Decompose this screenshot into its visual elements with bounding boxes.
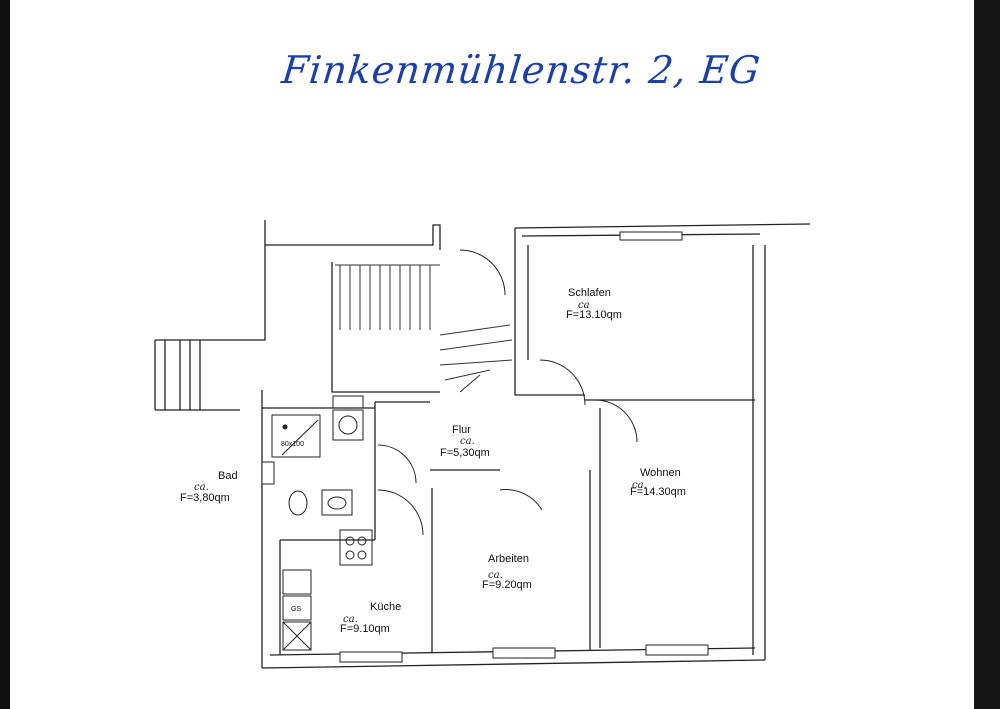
bath-fixtures: [271, 395, 364, 516]
room-name-kueche: Küche: [370, 601, 401, 613]
shower-tray: [271, 414, 321, 458]
scan-border-left: [0, 0, 10, 709]
wall-top-left: [264, 220, 441, 250]
kitchen-sink: [282, 569, 312, 595]
room-area-arbeiten: F=9.20qm: [482, 579, 532, 591]
toilet: [288, 490, 308, 516]
ca-schlafen: ca: [578, 300, 590, 311]
washing-machine: [332, 409, 364, 441]
stair-box: [331, 262, 440, 393]
gas-boiler: [282, 595, 312, 621]
door-swings: [377, 249, 638, 536]
room-area-bad: F=3,80qm: [180, 492, 230, 504]
room-area-wohnen: F=14.30qm: [630, 486, 686, 498]
room-area-schlafen: F=13.10qm: [566, 309, 622, 321]
ca-bad: ca.: [194, 482, 209, 493]
room-name-flur: Flur: [452, 424, 471, 436]
window-wohnen: [645, 644, 709, 656]
ca-arbeiten: ca.: [488, 570, 503, 581]
window-bad: [261, 461, 275, 485]
window-schlafen: [619, 231, 683, 241]
document-page: [10, 0, 974, 709]
stove: [339, 529, 373, 566]
room-name-arbeiten: Arbeiten: [488, 553, 529, 565]
room-area-flur: F=5,30qm: [440, 447, 490, 459]
room-name-bad: Bad: [218, 470, 238, 482]
wall-stair-right: [514, 228, 585, 396]
ca-kueche: ca.: [343, 614, 358, 625]
ca-flur: ca.: [460, 436, 475, 447]
room-name-schlafen: Schlafen: [568, 287, 611, 299]
windows: [261, 231, 709, 663]
wash-basin: [321, 489, 353, 516]
fridge: [282, 621, 312, 651]
window-arbeiten: [492, 647, 556, 659]
room-area-kueche: F=9.10qm: [340, 623, 390, 635]
wall-bottom: [261, 659, 766, 669]
ca-wohnen: ca.: [632, 480, 647, 491]
gas-label: GS: [291, 606, 301, 613]
shower-size-label: 80x100: [281, 441, 304, 448]
window-kueche: [339, 651, 403, 663]
wall-top-right: [514, 223, 811, 229]
balcony: [154, 340, 201, 410]
stair-treads: [335, 264, 513, 393]
room-name-wohnen: Wohnen: [640, 467, 681, 479]
wall-left-upper: [155, 245, 266, 341]
scan-border-right: [974, 0, 1000, 709]
kitchen-fixtures: [282, 529, 373, 651]
